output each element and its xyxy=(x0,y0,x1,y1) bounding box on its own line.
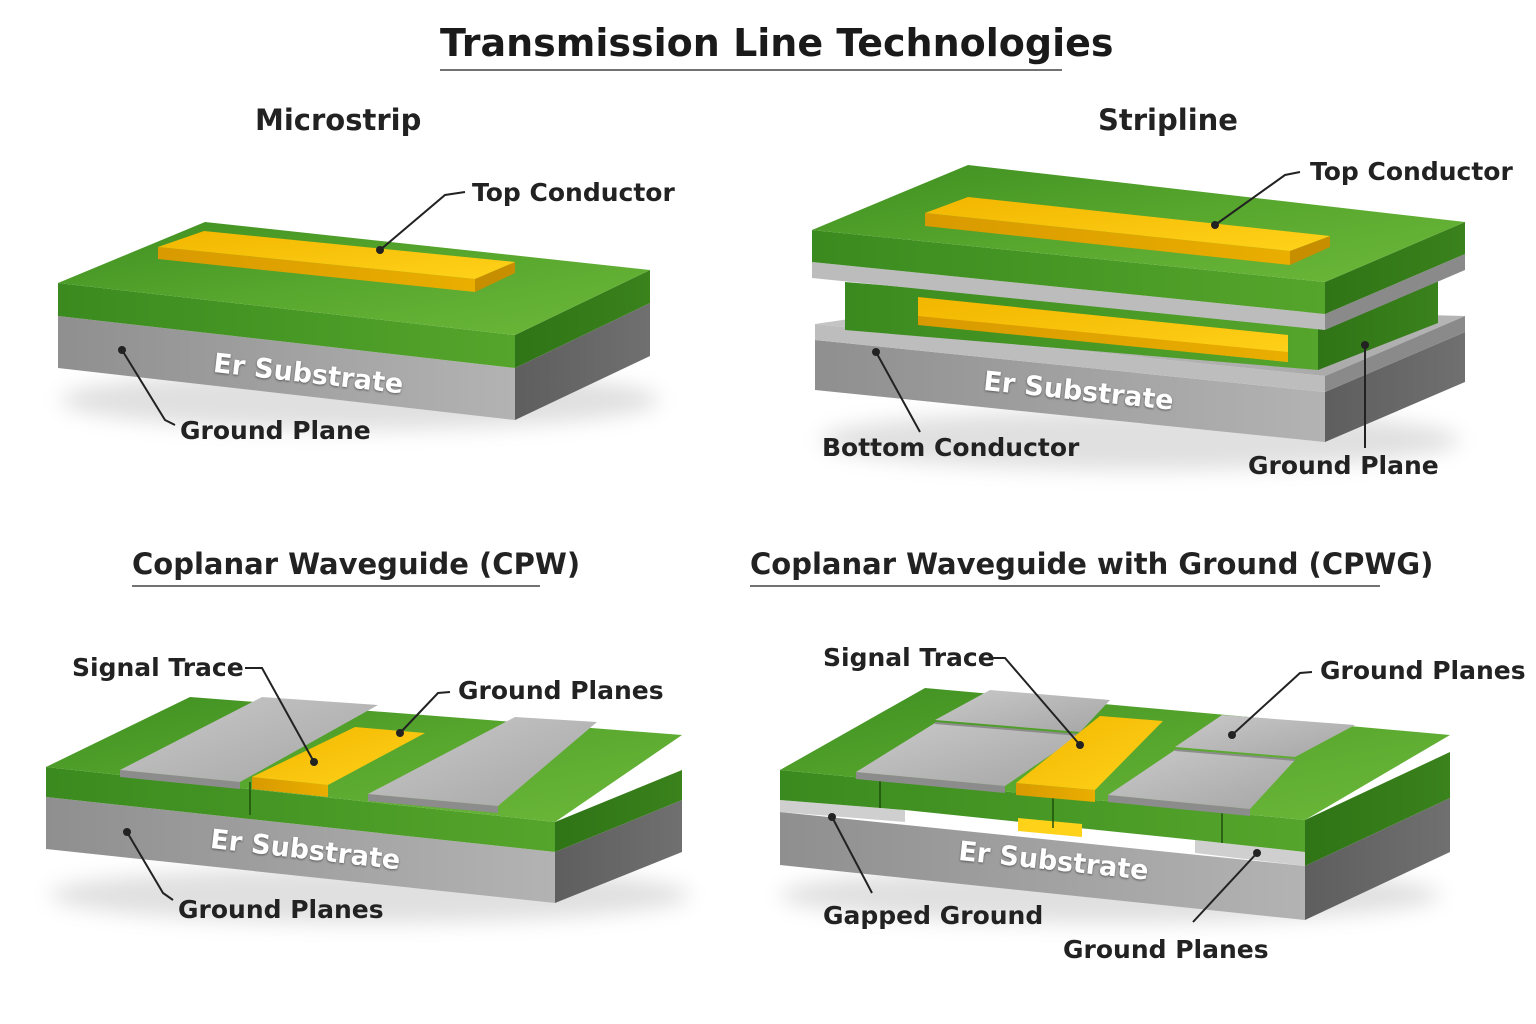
stripline-top-conductor-label: Top Conductor xyxy=(1310,157,1513,186)
page-title: Transmission Line Technologies xyxy=(440,21,1114,65)
microstrip-title: Microstrip xyxy=(255,103,422,137)
cpw-diagram xyxy=(46,697,690,923)
stripline-ground-plane-label: Ground Plane xyxy=(1248,451,1439,480)
cpw-ground-planes-bottom-label: Ground Planes xyxy=(178,895,384,924)
cpwg-signal-trace-label: Signal Trace xyxy=(823,643,995,672)
microstrip-ground-plane-label: Ground Plane xyxy=(180,416,371,445)
leader-dots xyxy=(118,221,1369,857)
microstrip-diagram xyxy=(58,222,660,430)
leader-lines xyxy=(121,171,1366,923)
cpwg-title: Coplanar Waveguide with Ground (CPWG) xyxy=(750,547,1434,581)
cpw-title: Coplanar Waveguide (CPW) xyxy=(132,547,581,581)
cpwg-diagram xyxy=(780,688,1450,923)
title-underlines xyxy=(132,69,1380,587)
cpw-ground-planes-top-label: Ground Planes xyxy=(458,676,664,705)
cpw-signal-trace-label: Signal Trace xyxy=(72,653,244,682)
cpwg-ground-planes-bottom-label: Ground Planes xyxy=(1063,935,1269,964)
cpwg-ground-planes-top-label: Ground Planes xyxy=(1320,656,1526,685)
cpwg-gapped-ground-label: Gapped Ground xyxy=(823,901,1044,930)
stripline-title: Stripline xyxy=(1098,103,1238,137)
stripline-bottom-conductor-label: Bottom Conductor xyxy=(822,433,1080,462)
microstrip-top-conductor-label: Top Conductor xyxy=(472,178,675,207)
stripline-diagram xyxy=(812,165,1465,470)
